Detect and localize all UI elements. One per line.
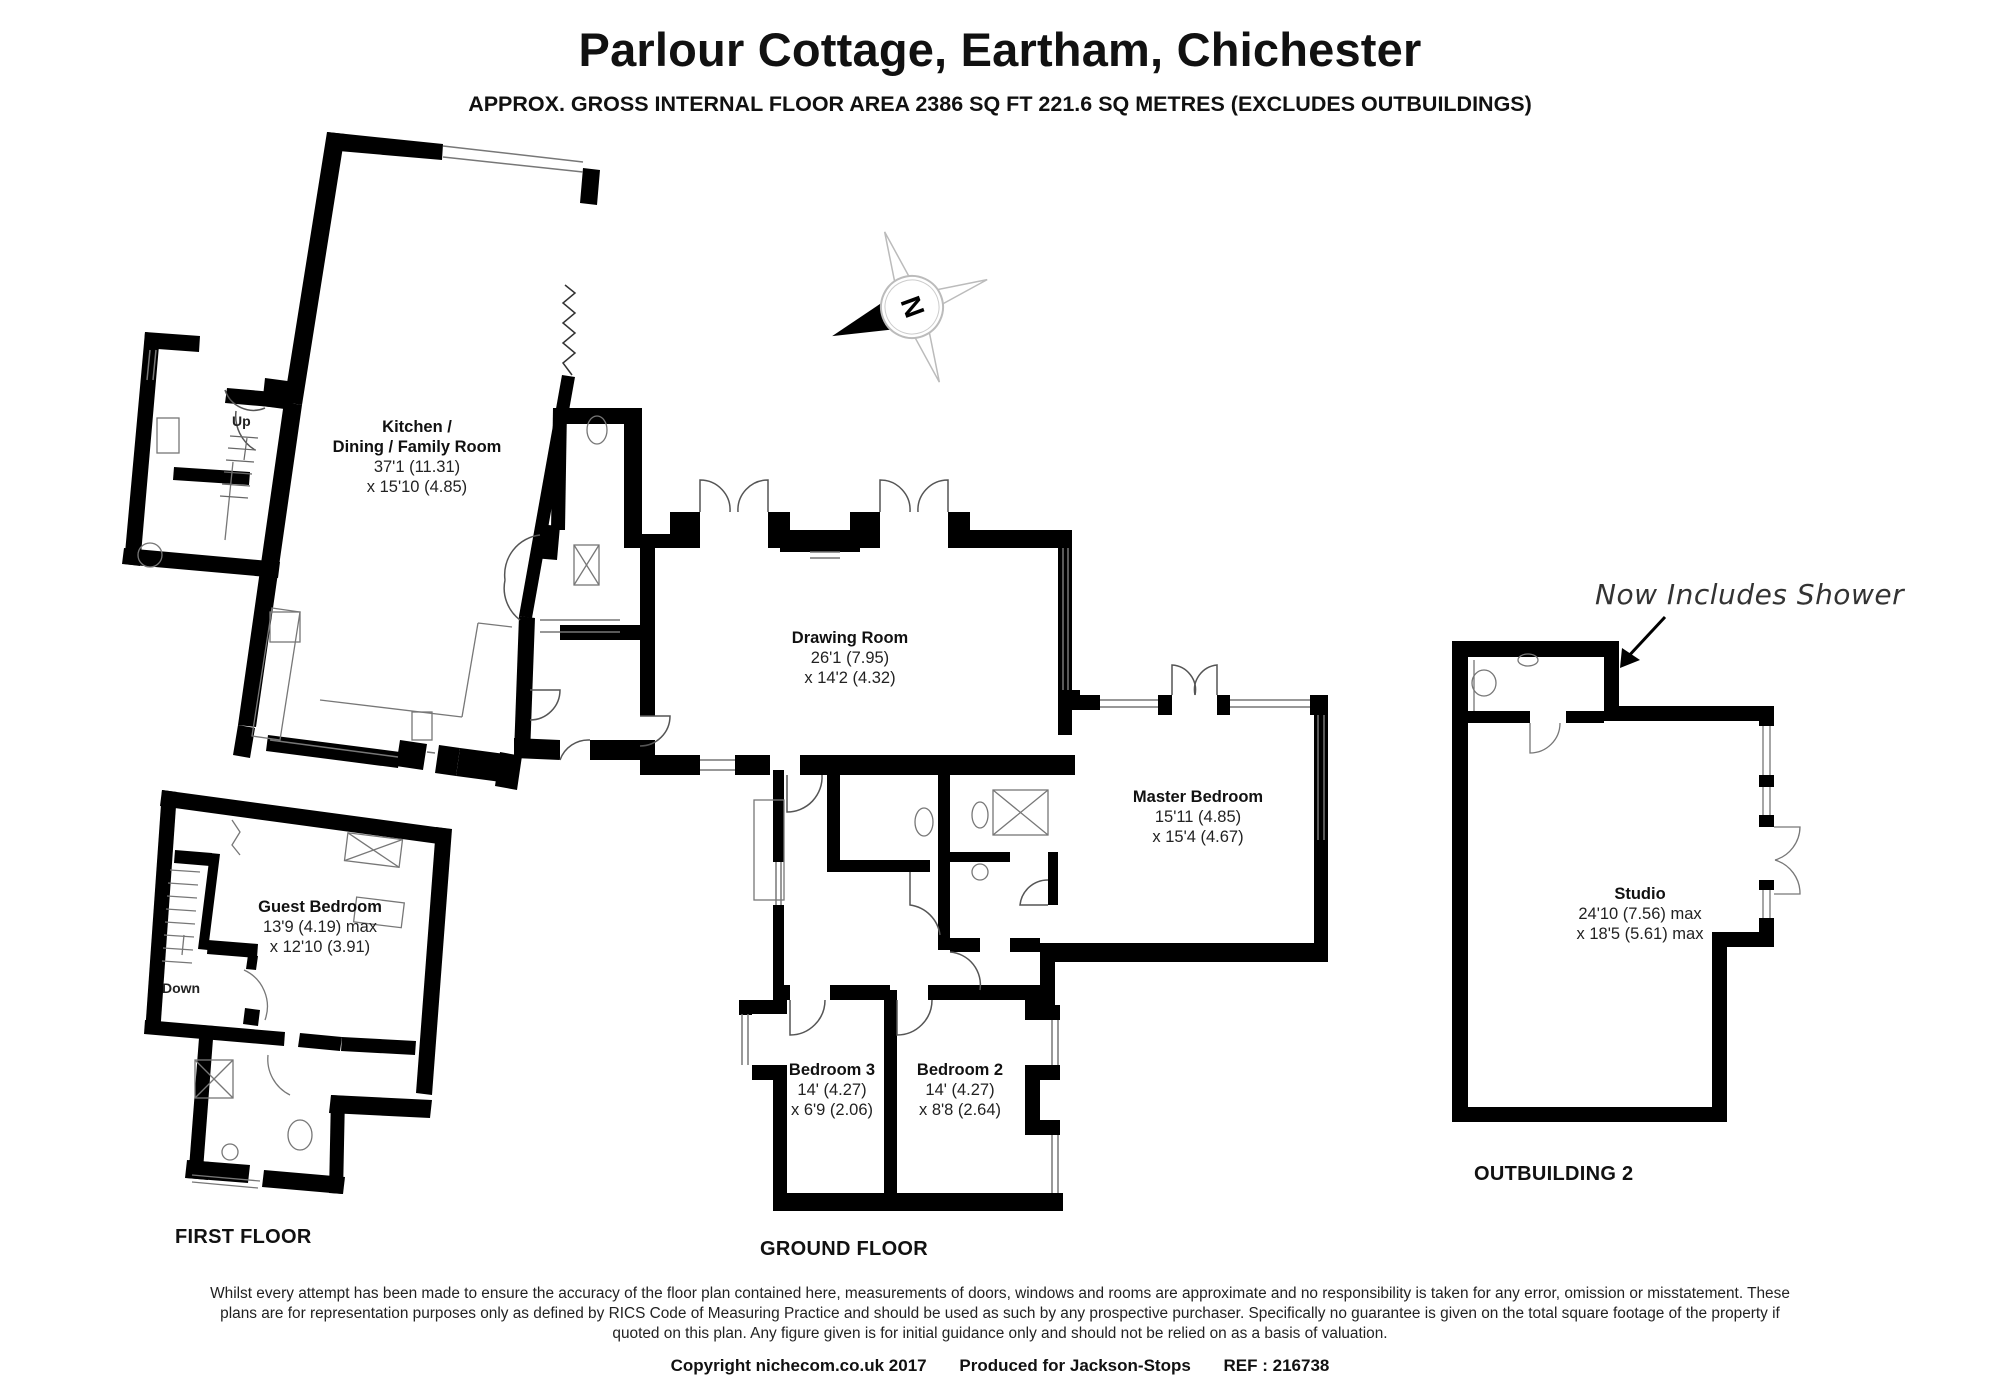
copyright-text: Copyright nichecom.co.uk 2017 [670, 1356, 927, 1375]
shower-icon [194, 1059, 234, 1099]
toilet-icon [971, 801, 989, 829]
copyright-footer: Copyright nichecom.co.uk 2017 Produced f… [0, 1356, 2000, 1376]
first-floor-plan [144, 790, 452, 1194]
washer-icon [137, 542, 163, 568]
kitchen-sink-icon [411, 711, 433, 741]
basin-icon [971, 863, 989, 881]
disclaimer-text: Whilst every attempt has been made to en… [210, 1285, 1790, 1342]
toilet-icon [1471, 669, 1497, 697]
room-label-master-bedroom: Master Bedroom 15'11 (4.85) x 15'4 (4.67… [1132, 788, 1264, 846]
sink-icon [156, 417, 180, 454]
toilet-icon [287, 1119, 313, 1151]
bifold-door-icon [561, 284, 577, 376]
shower-icon [992, 789, 1049, 836]
shower-annotation: Now Includes Shower [1595, 578, 1905, 611]
room-label-drawing-room: Drawing Room 26'1 (7.95) x 14'2 (4.32) [791, 629, 909, 687]
skylight-icon [352, 896, 406, 929]
room-label-bedroom-2: Bedroom 2 14' (4.27) x 8'8 (2.64) [916, 1061, 1004, 1119]
stairs-up-label: Up [232, 413, 251, 429]
toilet-icon [914, 807, 934, 837]
floor-area-subtitle: APPROX. GROSS INTERNAL FLOOR AREA 2386 S… [468, 92, 1532, 116]
kitchen-counter-icon [251, 607, 301, 741]
basin-icon [1517, 653, 1539, 667]
stairs-down-label: Down [162, 980, 201, 996]
outbuilding-plan [1452, 641, 1774, 1122]
ground-floor-plan [122, 132, 1328, 1211]
bath-icon [753, 799, 785, 901]
page-title: Parlour Cottage, Eartham, Chichester [578, 23, 1422, 76]
reference-number: REF : 216738 [1223, 1356, 1330, 1375]
hob-icon [269, 611, 301, 643]
room-label-kitchen: Kitchen / Dining / Family Room 37'1 (11.… [332, 418, 502, 496]
outbuilding-label: OUTBUILDING 2 [1474, 1163, 1634, 1185]
basin-icon [221, 1143, 239, 1161]
compass-rose-icon: N [832, 231, 988, 383]
first-floor-label: FIRST FLOOR [175, 1226, 312, 1248]
room-label-bedroom-3: Bedroom 3 14' (4.27) x 6'9 (2.06) [788, 1061, 876, 1119]
produced-for-text: Produced for Jackson-Stops [959, 1356, 1191, 1375]
staircase-icon [161, 869, 201, 964]
ground-floor-label: GROUND FLOOR [760, 1238, 929, 1260]
toilet-icon [586, 415, 608, 445]
room-label-guest-bedroom: Guest Bedroom 13'9 (4.19) max x 12'10 (3… [258, 898, 382, 956]
staircase-icon [219, 435, 259, 499]
shower-icon [573, 544, 600, 586]
room-label-studio: Studio 24'10 (7.56) max x 18'5 (5.61) ma… [1576, 885, 1704, 943]
skylight-icon [343, 832, 404, 869]
annotation-arrow-icon [1620, 615, 1667, 668]
